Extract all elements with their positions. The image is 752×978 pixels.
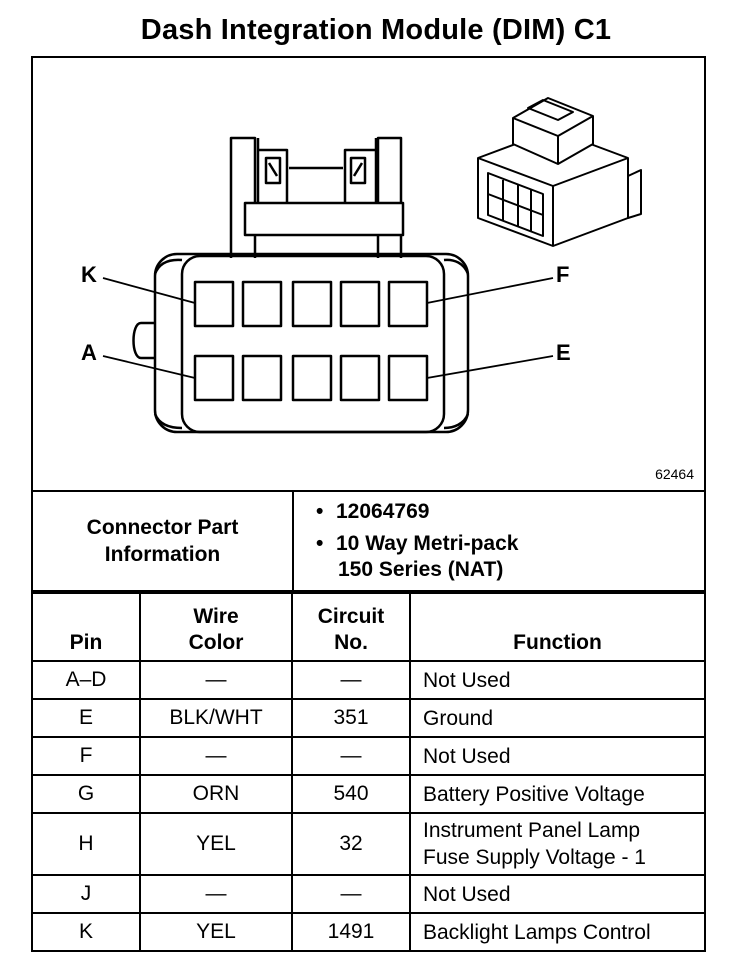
- callout-label-e: E: [556, 340, 571, 365]
- connector-document-frame: K F A E 62464 Connector Part Information…: [31, 56, 706, 952]
- header-function: Function: [409, 592, 704, 662]
- connector-isometric-view: [477, 97, 642, 247]
- circuit-cell: —: [291, 874, 411, 914]
- callout-leader-lines: [102, 277, 554, 379]
- table-row: E BLK/WHT 351 Ground: [33, 698, 704, 738]
- pin-cell: A–D: [33, 660, 141, 700]
- connector-type-series: 150 Series (NAT): [338, 558, 504, 581]
- wire-color-cell: YEL: [139, 912, 293, 950]
- connector-info-label-line2: Information: [104, 543, 221, 566]
- circuit-cell: 32: [291, 812, 411, 876]
- circuit-cell: 1491: [291, 912, 411, 950]
- connector-info-label-line1: Connector Part: [86, 516, 239, 539]
- pin-cell: H: [33, 812, 141, 876]
- wire-color-cell: YEL: [139, 812, 293, 876]
- wire-color-cell: —: [139, 874, 293, 914]
- callout-label-a: A: [81, 340, 97, 365]
- header-pin: Pin: [33, 592, 141, 662]
- circuit-cell: —: [291, 660, 411, 700]
- connector-type: • 10 Way Metri-pack: [316, 531, 704, 557]
- page-title: Dash Integration Module (DIM) C1: [140, 14, 612, 46]
- wire-color-cell: BLK/WHT: [139, 698, 293, 738]
- pin-cell: F: [33, 736, 141, 776]
- pin-cell: K: [33, 912, 141, 950]
- part-number-text: 12064769: [336, 500, 430, 523]
- wire-color-cell: —: [139, 660, 293, 700]
- table-row: A–D — — Not Used: [33, 660, 704, 700]
- function-cell: Battery Positive Voltage: [409, 774, 704, 814]
- table-row: F — — Not Used: [33, 736, 704, 776]
- part-number: • 12064769: [316, 499, 704, 525]
- bullet-icon: •: [316, 500, 324, 523]
- callout-label-k: K: [81, 262, 97, 287]
- pin-cavities: [193, 280, 429, 402]
- figure-number: 62464: [655, 466, 694, 482]
- connector-info-label: Connector Part Information: [33, 492, 294, 592]
- connector-housing: [132, 252, 470, 434]
- connector-diagram: K F A E 62464: [33, 58, 704, 492]
- table-row: G ORN 540 Battery Positive Voltage: [33, 774, 704, 814]
- pin-cell: G: [33, 774, 141, 814]
- function-cell: Not Used: [409, 660, 704, 700]
- circuit-cell: —: [291, 736, 411, 776]
- function-cell: Backlight Lamps Control: [409, 912, 704, 950]
- connector-part-info: Connector Part Information • 12064769 • 10…: [33, 492, 704, 592]
- table-row: K YEL 1491 Backlight Lamps Control: [33, 912, 704, 950]
- callout-label-f: F: [556, 262, 570, 287]
- table-row: J — — Not Used: [33, 874, 704, 914]
- bullet-icon: •: [316, 532, 324, 555]
- connector-type-line1: 10 Way Metri-pack: [336, 532, 519, 555]
- connector-latch: [229, 136, 405, 258]
- function-cell: Ground: [409, 698, 704, 738]
- wire-color-cell: —: [139, 736, 293, 776]
- pin-cell: E: [33, 698, 141, 738]
- wire-color-cell: ORN: [139, 774, 293, 814]
- pin-cell: J: [33, 874, 141, 914]
- function-cell: Not Used: [409, 874, 704, 914]
- circuit-cell: 351: [291, 698, 411, 738]
- circuit-cell: 540: [291, 774, 411, 814]
- connector-face-drawing: [102, 97, 642, 434]
- connector-info-values: • 12064769 • 10 Way Metri-pack 150 Series …: [293, 492, 704, 592]
- function-cell: Not Used: [409, 736, 704, 776]
